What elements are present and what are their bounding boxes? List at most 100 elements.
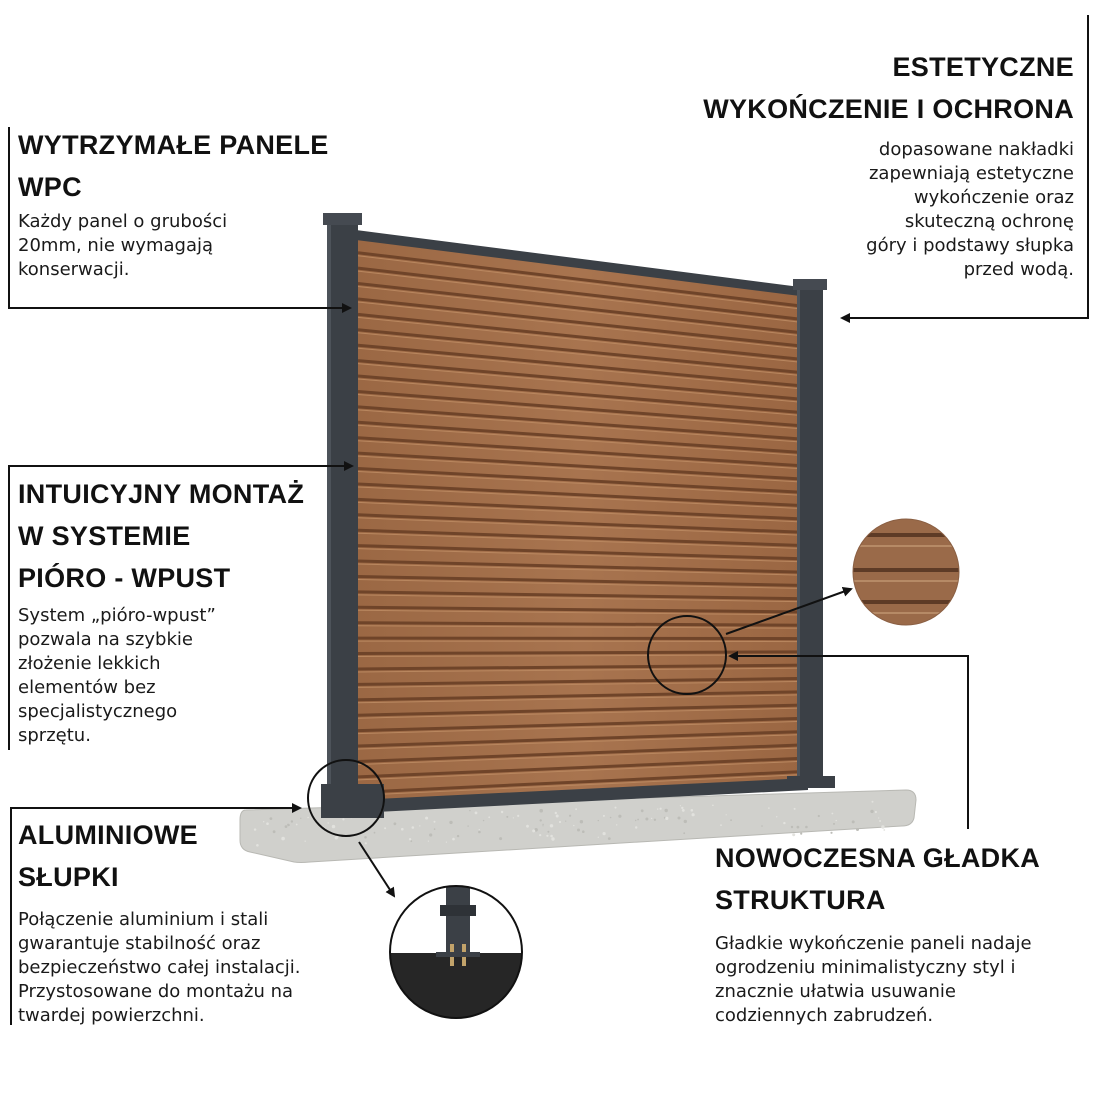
posts-description-line: Połączenie aluminium i stali: [18, 909, 269, 930]
panel-groove-highlight: [357, 579, 807, 589]
post-mount-zoom: [389, 885, 523, 1019]
left-post-cap: [323, 213, 362, 225]
concrete-speck: [539, 834, 542, 837]
panel-groove: [357, 676, 807, 686]
panel-groove-highlight: [357, 760, 807, 781]
post-zoom-arrow: [358, 841, 396, 898]
concrete-speck: [790, 825, 794, 829]
panel-groove: [357, 544, 807, 561]
panel-groove: [357, 590, 807, 601]
assembly-description-line: sprzętu.: [18, 725, 91, 746]
concrete-speck: [833, 822, 835, 825]
concrete-speck: [546, 834, 549, 837]
assembly-description: System „pióro-wpust” pozwala na szybkie …: [18, 604, 216, 748]
concrete-speck: [871, 800, 874, 803]
concrete-speck: [730, 819, 732, 822]
panel-groove: [357, 636, 807, 641]
panels-description-line: Każdy panel o grubości: [18, 211, 228, 232]
concrete-speck: [616, 824, 618, 826]
concrete-speck: [425, 816, 429, 820]
posts-leader-line: [10, 803, 302, 1025]
panel-groove: [357, 482, 807, 508]
panel-groove-highlight: [357, 255, 807, 311]
concrete-speck: [831, 812, 834, 815]
posts-description-line: bezpieczeństwo całej instalacji.: [18, 957, 301, 978]
concrete-speck: [609, 816, 612, 819]
panel-groove-highlight: [357, 667, 807, 673]
concrete-speck: [883, 829, 886, 831]
panel-groove-highlight: [357, 332, 807, 377]
right-post-base-cover: [787, 776, 835, 788]
concrete-speck: [281, 836, 285, 841]
bottom-rail: [356, 778, 808, 813]
concrete-speck: [659, 807, 662, 810]
panel-groove: [357, 467, 807, 494]
concrete-speck: [256, 844, 259, 847]
concrete-speck: [499, 837, 503, 841]
concrete-texture: [253, 800, 886, 847]
panel-groove-highlight: [357, 501, 807, 523]
concrete-speck: [830, 831, 833, 834]
texture-description-line: znacznie ułatwia usuwanie: [715, 981, 956, 1002]
panel-groove-highlight: [357, 773, 807, 796]
panel-groove-highlight: [357, 316, 807, 364]
concrete-speck: [456, 834, 460, 838]
posts-title: ALUMINIOWE SŁUPKI: [18, 814, 198, 898]
concrete-speck: [602, 832, 606, 836]
concrete-speck: [679, 805, 682, 807]
panel-groove: [357, 743, 807, 763]
concrete-speck: [549, 824, 554, 828]
concrete-speck: [290, 820, 294, 823]
concrete-speck: [665, 816, 669, 821]
assembly-description-line: pozwala na szybkie: [18, 629, 193, 650]
concrete-speck: [569, 814, 572, 817]
concrete-speck: [635, 826, 638, 829]
panel-groove: [357, 328, 807, 375]
concrete-speck: [657, 808, 659, 810]
concrete-speck: [373, 831, 376, 834]
concrete-speck: [433, 820, 436, 823]
panel-groove: [357, 297, 807, 348]
caps-title: ESTETYCZNE WYKOŃCZENIE I OCHRONA: [703, 46, 1074, 130]
zoom-groove: [853, 533, 959, 537]
concrete-speck: [575, 808, 577, 811]
assembly-description-line: elementów bez: [18, 677, 156, 698]
caps-description-line: dopasowane nakładki: [878, 139, 1074, 160]
panel-groove: [357, 703, 807, 717]
concrete-speck: [452, 837, 455, 841]
concrete-speck: [327, 822, 329, 824]
concrete-speck: [618, 814, 622, 818]
concrete-speck: [342, 818, 345, 821]
panel-groove-highlight: [357, 471, 807, 496]
texture-description-line: ogrodzeniu minimalistyczny styl i: [715, 957, 1016, 978]
concrete-speck: [364, 842, 367, 845]
panel-groove-highlight: [357, 694, 807, 704]
assembly-description-line: specjalistycznego: [18, 701, 178, 722]
panel-groove-highlight: [357, 640, 807, 643]
concrete-speck: [253, 828, 257, 831]
concrete-speck: [635, 819, 637, 822]
panel-groove-highlight: [357, 286, 807, 337]
top-rail: [356, 230, 808, 297]
panel-groove-highlight: [357, 625, 807, 629]
concrete-speck: [500, 810, 504, 814]
concrete-speck: [691, 813, 695, 817]
concrete-speck: [449, 820, 453, 825]
concrete-speck: [287, 823, 290, 826]
concrete-speck: [597, 836, 599, 838]
concrete-speck: [805, 825, 808, 829]
concrete-speck: [640, 809, 644, 813]
concrete-speck: [272, 830, 276, 834]
panel-groove: [357, 420, 807, 455]
texture-description: Gładkie wykończenie paneli nadaje ogrodz…: [715, 932, 1032, 1028]
panel-groove-highlight: [357, 747, 807, 765]
posts-description-line: gwarantuje stabilność oraz: [18, 933, 261, 954]
concrete-speck: [411, 826, 415, 829]
concrete-speck: [579, 820, 584, 824]
panel-groove: [357, 374, 807, 415]
concrete-speck: [645, 817, 649, 821]
concrete-speck: [419, 825, 421, 827]
concrete-speck: [300, 817, 302, 819]
concrete-speck: [551, 837, 555, 841]
panel-groove-highlight: [357, 363, 807, 404]
